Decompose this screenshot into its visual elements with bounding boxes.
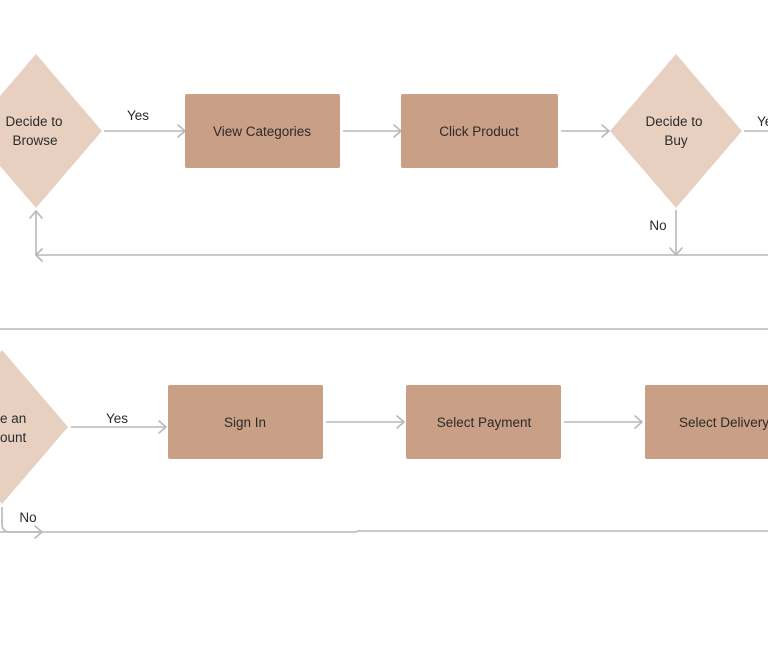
edge-loop-back-to-browse [29,210,768,262]
edge-label-no-account: No [19,510,36,525]
edge-label-yes-buy: Ye [757,114,768,129]
edge-label-yes-account: Yes [106,411,128,426]
decision-decide-to-buy-shape [610,54,742,208]
process-view-categories-label: View Categories [213,124,311,139]
edge-label-no-buy: No [649,218,666,233]
process-select-payment-box [406,385,561,459]
edge-account-to-sign-in: Yes [71,411,167,434]
process-select-delivery-label: Select Delivery [679,415,768,430]
process-view-categories-box [185,94,340,168]
edge-browse-to-view-categories: Yes [104,108,186,138]
edge-decide-buy-no: No [649,210,683,256]
process-click-product[interactable]: Click Product [401,94,558,168]
decision-decide-to-buy-label-line2: Buy [664,133,688,148]
arrowhead [158,420,167,434]
decision-decide-to-browse-label-line1: Decide to [5,114,62,129]
edge-bottom-connector [0,530,768,533]
process-click-product-box [401,94,558,168]
process-select-delivery-box [645,385,768,459]
edge-label-yes-browse: Yes [127,108,149,123]
process-select-payment[interactable]: Select Payment [406,385,561,459]
decision-create-account-shape [0,350,68,504]
decision-decide-to-buy[interactable]: Decide to Buy [610,54,742,208]
edge-decide-buy-yes: Ye [744,114,768,132]
process-sign-in[interactable]: Sign In [168,385,323,459]
edge-click-product-to-decide-buy [561,124,610,138]
process-select-payment-label: Select Payment [437,415,532,430]
edge-account-no: No [1,507,43,539]
decision-create-account-label-line1: e an [0,411,26,426]
process-sign-in-box [168,385,323,459]
decision-create-account[interactable]: e an ount [0,350,68,504]
process-click-product-label: Click Product [439,124,519,139]
edge-view-categories-to-click-product [343,124,402,138]
edge-sign-in-to-select-payment [326,415,405,429]
edge-select-payment-to-select-delivery [564,415,643,429]
arrowhead [396,415,405,429]
arrowhead [29,210,43,219]
decision-decide-to-buy-label-line1: Decide to [645,114,702,129]
decision-decide-to-browse-shape [0,54,102,208]
decision-decide-to-browse-label-line2: Browse [12,133,57,148]
process-sign-in-label: Sign In [224,415,266,430]
arrowhead [634,415,643,429]
decision-create-account-label-line2: ount [0,430,27,445]
decision-decide-to-browse[interactable]: Decide to Browse [0,54,102,208]
arrowhead [601,124,610,138]
process-select-delivery[interactable]: Select Delivery [645,385,768,459]
process-view-categories[interactable]: View Categories [185,94,340,168]
